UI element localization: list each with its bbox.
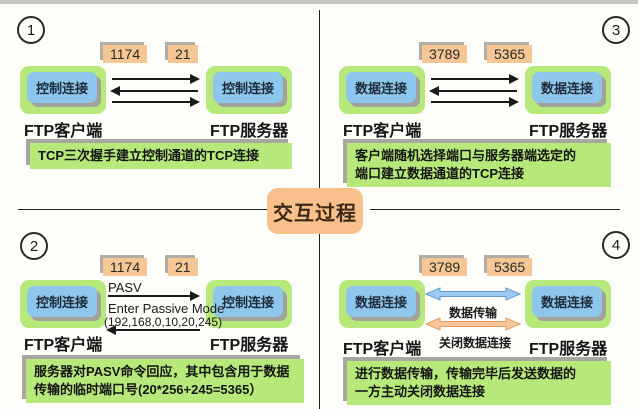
server-port-badge: 21 xyxy=(168,45,198,63)
caption-line: 传输的临时端口号(20*256+245=5365） xyxy=(34,382,263,397)
caption-box: 客户端随机选择端口与服务器端选定的 端口建立数据通道的TCP连接 xyxy=(347,143,611,187)
client-node: 数据连接 xyxy=(339,66,425,114)
arrow-right-top xyxy=(112,74,200,84)
client-port-badge: 1174 xyxy=(103,258,148,276)
arrow-right-top xyxy=(431,74,519,84)
step-number-badge: 3 xyxy=(602,16,630,44)
caption-line: 端口建立数据通道的TCP连接 xyxy=(355,166,525,181)
caption-box: 进行数据传输，传输完毕后发送数据的 一方主动关闭数据连接 xyxy=(347,361,611,405)
close-connection-arrow xyxy=(425,317,521,331)
quadrant-step-1: 1 1174 21 控制连接 控制连接 FTP客户端 FTP服务器 TCP三次握… xyxy=(0,0,319,209)
ftp-server-label: FTP服务器 xyxy=(210,337,289,354)
data-transfer-arrow xyxy=(425,287,521,301)
ftp-client-label: FTP客户端 xyxy=(24,123,103,140)
top-border-bar xyxy=(0,0,638,4)
control-connection-box: 控制连接 xyxy=(213,286,283,317)
server-node: 数据连接 xyxy=(525,66,611,114)
data-connection-box: 数据连接 xyxy=(532,72,602,103)
caption-line: 进行数据传输，传输完毕后发送数据的 xyxy=(355,366,577,381)
data-connection-box: 数据连接 xyxy=(532,286,602,317)
client-node: 数据连接 xyxy=(339,280,425,328)
step-number-badge: 2 xyxy=(20,232,48,260)
server-port-badge: 5365 xyxy=(487,45,533,63)
horizontal-divider-line-left xyxy=(18,209,268,210)
caption-box: 服务器对PASV命令回应，其中包含用于数据 传输的临时端口号(20*256+24… xyxy=(26,359,304,403)
pasv-request-arrow xyxy=(108,291,200,301)
caption-line: 服务器对PASV命令回应，其中包含用于数据 xyxy=(34,364,290,379)
ftp-server-label: FTP服务器 xyxy=(210,123,289,140)
passive-mode-reply-text: Enter Passive Mode xyxy=(108,301,225,316)
caption-line: 客户端随机选择端口与服务器端选定的 xyxy=(355,148,577,163)
client-node: 控制连接 xyxy=(20,66,106,114)
quadrant-step-4: 4 3789 5365 数据连接 数据连接 数据传输 关闭数据连接 FTP客户端… xyxy=(319,209,638,409)
data-connection-box: 数据连接 xyxy=(346,286,416,317)
caption-line: 一方主动关闭数据连接 xyxy=(355,384,486,399)
client-node: 控制连接 xyxy=(20,280,106,328)
data-connection-box: 数据连接 xyxy=(346,72,416,103)
pasv-command-text: PASV xyxy=(108,280,142,295)
server-node: 控制连接 xyxy=(206,280,292,328)
arrow-right-bottom xyxy=(112,97,200,107)
ftp-client-label: FTP客户端 xyxy=(24,337,103,354)
interaction-process-label: 交互过程 xyxy=(267,188,363,234)
ftp-server-label: FTP服务器 xyxy=(529,341,608,358)
ftp-server-label: FTP服务器 xyxy=(529,123,608,140)
client-port-badge: 3789 xyxy=(422,45,468,63)
arrow-left-middle xyxy=(110,86,198,96)
close-connection-label: 关闭数据连接 xyxy=(439,336,512,350)
arrow-right-bottom xyxy=(431,97,519,107)
ftp-client-label: FTP客户端 xyxy=(343,123,422,140)
quadrant-step-2: 2 1174 21 控制连接 控制连接 PASV Enter Passive M… xyxy=(0,209,319,409)
caption-line: TCP三次握手建立控制通道的TCP连接 xyxy=(38,148,260,163)
step-number-badge: 4 xyxy=(602,231,630,259)
horizontal-divider-line-right xyxy=(370,209,620,210)
control-connection-box: 控制连接 xyxy=(27,286,97,317)
pasv-reply-arrow xyxy=(106,325,200,335)
caption-box: TCP三次握手建立控制通道的TCP连接 xyxy=(30,143,292,169)
control-connection-box: 控制连接 xyxy=(27,72,97,103)
ftp-client-label: FTP客户端 xyxy=(343,341,422,358)
arrow-left-middle xyxy=(429,86,517,96)
server-node: 控制连接 xyxy=(206,66,292,114)
client-port-badge: 3789 xyxy=(422,258,468,276)
quadrant-step-3: 3 3789 5365 数据连接 数据连接 FTP客户端 FTP服务器 客户端随… xyxy=(319,0,638,209)
server-node: 数据连接 xyxy=(525,280,611,328)
step-number-badge: 1 xyxy=(17,16,45,44)
server-port-badge: 21 xyxy=(168,258,198,276)
data-transfer-label: 数据传输 xyxy=(449,306,498,320)
passive-mode-args-text: (192,168,0,10,20,245) xyxy=(104,315,223,329)
client-port-badge: 1174 xyxy=(103,45,148,63)
server-port-badge: 5365 xyxy=(487,258,533,276)
control-connection-box: 控制连接 xyxy=(213,72,283,103)
